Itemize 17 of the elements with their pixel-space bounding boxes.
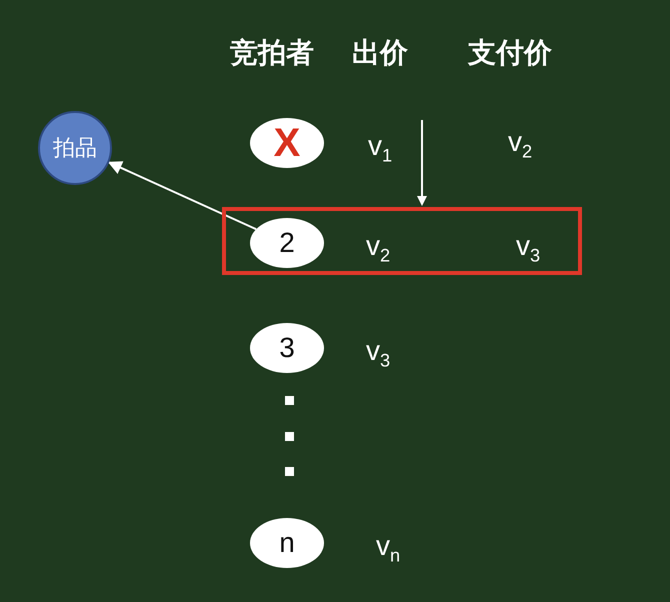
node-label: 3 — [279, 332, 295, 364]
arrow — [108, 161, 257, 230]
bid-value: v$_{2}$ — [366, 230, 390, 267]
node-label: 2 — [279, 227, 295, 259]
node-label: 拍品 — [53, 134, 97, 162]
payment-value: v$_{2}$ — [508, 126, 532, 163]
cross-mark: X — [274, 120, 300, 166]
bidder-ellipse — [250, 218, 324, 268]
bid-value: v$_{n}$ — [376, 530, 400, 567]
bid-value: v$_{3}$ — [366, 335, 390, 372]
column-header: 出价 — [352, 36, 408, 70]
column-header: 竞拍者 — [230, 36, 314, 70]
column-header: 支付价 — [468, 36, 552, 70]
highlight-box — [222, 207, 582, 275]
node-label: n — [279, 527, 295, 559]
bid-value: v$_{1}$ — [368, 130, 392, 167]
payment-value: v$_{3}$ — [516, 230, 540, 267]
